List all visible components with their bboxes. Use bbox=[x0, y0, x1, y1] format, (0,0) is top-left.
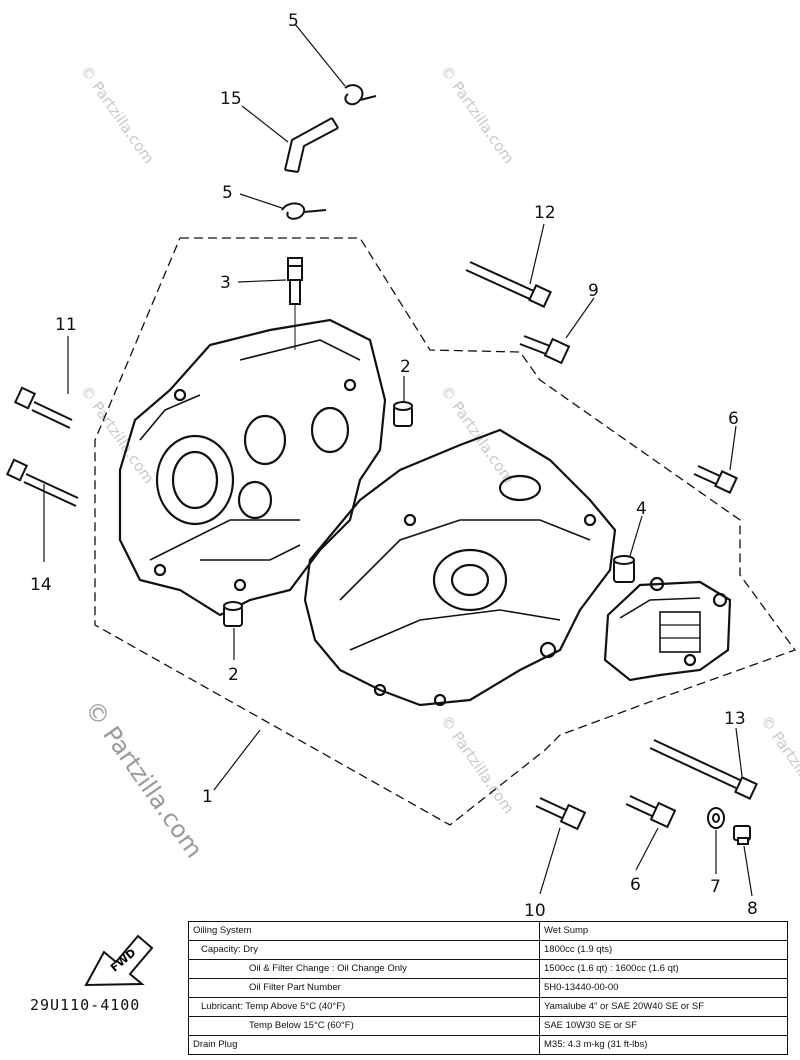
oil-spec-table: Oiling System Wet Sump Capacity: Dry 180… bbox=[188, 921, 788, 1055]
leader-lines bbox=[43, 23, 753, 897]
hose-clip bbox=[344, 84, 377, 106]
drain-plug-8 bbox=[733, 825, 751, 845]
callout-13: 13 bbox=[724, 709, 746, 729]
callout-5: 5 bbox=[288, 11, 299, 31]
callout-14: 14 bbox=[30, 575, 52, 595]
callout-11: 11 bbox=[55, 315, 77, 335]
spec-label: Capacity: Dry bbox=[188, 940, 540, 960]
table-row: Oil & Filter Change : Oil Change Only 15… bbox=[188, 959, 788, 979]
hose-clip bbox=[281, 202, 327, 220]
callout-2: 2 bbox=[228, 665, 239, 685]
spec-value: 1800cc (1.9 qts) bbox=[539, 940, 788, 960]
watermark: © Partzilla.com bbox=[757, 712, 800, 817]
spec-label: Drain Plug bbox=[188, 1035, 540, 1055]
dowel-pin bbox=[613, 555, 635, 583]
callouts: 5 15 5 3 12 9 11 2 6 4 14 2 13 1 6 7 8 1… bbox=[30, 11, 758, 921]
bolt-10 bbox=[535, 797, 587, 831]
callout-12: 12 bbox=[534, 203, 556, 223]
table-row: Capacity: Dry 1800cc (1.9 qts) bbox=[188, 940, 788, 960]
washer-7 bbox=[707, 807, 725, 829]
dowel-pin bbox=[393, 401, 413, 427]
fwd-arrow-icon: FWD bbox=[84, 934, 154, 987]
spec-value: Wet Sump bbox=[539, 921, 788, 941]
callout-4: 4 bbox=[636, 499, 647, 519]
table-row: Lubricant: Temp Above 5°C (40°F) Yamalub… bbox=[188, 997, 788, 1017]
watermark: © Partzilla.com bbox=[77, 62, 158, 167]
spec-label: Oil & Filter Change : Oil Change Only bbox=[188, 959, 540, 979]
bolt-14 bbox=[5, 458, 79, 507]
assembly-outline bbox=[94, 237, 797, 826]
callout-10: 10 bbox=[524, 901, 546, 921]
spec-value: 1500cc (1.6 qt) : 1600cc (1.6 qt) bbox=[539, 959, 788, 979]
spec-label: Oil Filter Part Number bbox=[188, 978, 540, 998]
watermark: © Partzilla.com bbox=[77, 382, 158, 487]
spec-label: Oiling System bbox=[188, 921, 540, 941]
left-crankcase bbox=[118, 318, 387, 617]
dowel-pin bbox=[223, 601, 243, 627]
callout-5: 5 bbox=[222, 183, 233, 203]
breather-fitting bbox=[287, 257, 303, 350]
watermark: © Partzilla.com bbox=[437, 712, 518, 817]
callout-1: 1 bbox=[202, 787, 213, 807]
oil-pump-cover bbox=[603, 576, 732, 682]
spec-value: M35: 4.3 m-kg (31 ft-lbs) bbox=[539, 1035, 788, 1055]
callout-2: 2 bbox=[400, 357, 411, 377]
watermark-large: © Partzilla.com bbox=[79, 695, 208, 863]
right-crankcase bbox=[303, 428, 617, 707]
table-row: Temp Below 15°C (60°F) SAE 10W30 SE or S… bbox=[188, 1016, 788, 1036]
callout-9: 9 bbox=[588, 281, 599, 301]
bolt-9 bbox=[519, 335, 571, 365]
callout-3: 3 bbox=[220, 273, 231, 293]
callout-6: 6 bbox=[630, 875, 641, 895]
callout-7: 7 bbox=[710, 877, 721, 897]
breather-hose bbox=[284, 117, 339, 173]
callout-8: 8 bbox=[747, 899, 758, 919]
diagram-part-number: 29U110-4100 bbox=[30, 996, 141, 1014]
callout-15: 15 bbox=[220, 89, 242, 109]
spec-label: Lubricant: Temp Above 5°C (40°F) bbox=[188, 997, 540, 1017]
spec-label: Temp Below 15°C (60°F) bbox=[188, 1016, 540, 1036]
table-row: Drain Plug M35: 4.3 m-kg (31 ft-lbs) bbox=[188, 1035, 788, 1055]
spec-value: Yamalube 4" or SAE 20W40 SE or SF bbox=[539, 997, 788, 1017]
table-row: Oiling System Wet Sump bbox=[188, 921, 788, 941]
watermark-group: © Partzilla.com © Partzilla.com © Partzi… bbox=[77, 62, 800, 863]
table-row: Oil Filter Part Number 5H0-13440-00-00 bbox=[188, 978, 788, 998]
spec-value: SAE 10W30 SE or SF bbox=[539, 1016, 788, 1036]
bolt-6-lower bbox=[625, 795, 677, 829]
bolt-11 bbox=[13, 386, 73, 429]
callout-6: 6 bbox=[728, 409, 739, 429]
watermark: © Partzilla.com bbox=[437, 62, 518, 167]
bolt-12 bbox=[465, 261, 552, 308]
bolt-13 bbox=[649, 739, 758, 800]
spec-value: 5H0-13440-00-00 bbox=[539, 978, 788, 998]
bolt-6 bbox=[693, 465, 738, 494]
